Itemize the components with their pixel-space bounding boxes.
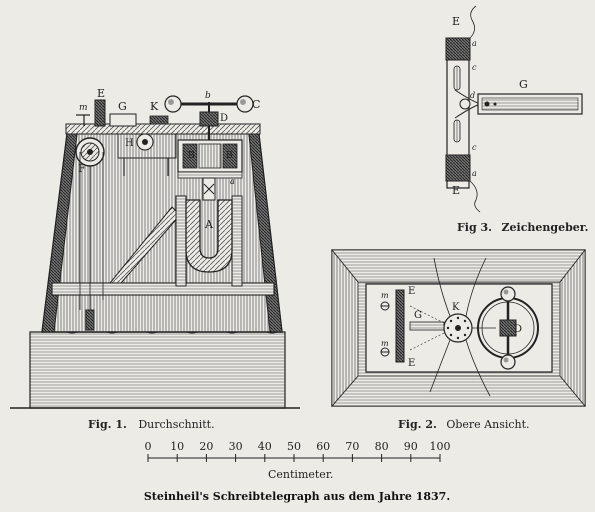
figure-1-cross-section: m E G K b C D H B B F a A Fig. 1. Durchs… — [10, 87, 300, 431]
fig1-caption-number: Fig. 1. — [88, 418, 127, 431]
scale-tick-label: 70 — [345, 440, 359, 453]
fig2-label-G: G — [414, 310, 422, 321]
scale-tick-label: 10 — [170, 440, 184, 453]
fig3-label-a-top: a — [472, 39, 477, 48]
fig1-label-A: A — [204, 218, 214, 231]
scale-tick-label: 30 — [229, 440, 243, 453]
fig3-label-d: d — [470, 91, 475, 100]
centimeter-scale: Centimeter. 0 10 20 30 40 50 60 70 80 90 100 — [145, 440, 451, 481]
fig3-label-a-bottom: a — [472, 169, 477, 178]
fig2-caption: Fig. 2. Obere Ansicht. — [398, 418, 530, 431]
scale-tick-label: 80 — [375, 440, 389, 453]
fig1-label-E: E — [97, 87, 105, 100]
scale-unit-label: Centimeter. — [268, 468, 333, 481]
fig3-label-c-top: c — [472, 63, 477, 72]
fig1-label-K: K — [150, 100, 159, 113]
fig2-caption-number: Fig. 2. — [398, 418, 437, 431]
fig1-label-G: G — [118, 100, 127, 113]
fig1-label-C: C — [252, 98, 260, 111]
fig1-label-b: b — [205, 91, 211, 101]
fig1-label-m: m — [79, 103, 88, 113]
fig2-label-E-top: E — [408, 286, 415, 297]
fig3-caption: Fig 3. Zeichengeber. — [457, 221, 588, 234]
fig1-label-D: D — [220, 113, 228, 124]
scale-tick-label: 40 — [258, 440, 272, 453]
fig1-label-H: H — [125, 138, 134, 149]
scale-tick-label: 100 — [430, 440, 451, 453]
fig2-caption-text: Obere Ansicht. — [446, 418, 529, 431]
fig2-label-E-bottom: E — [408, 358, 415, 369]
figure-2-top-view: m m E E G K D Fig. 2. Obere Ansicht. — [331, 248, 586, 431]
fig1-label-B-right: B — [226, 151, 233, 161]
fig3-label-E-top: E — [452, 15, 460, 28]
fig2-label-m-bottom: m — [381, 339, 389, 348]
fig1-caption-text: Durchschnitt. — [138, 418, 214, 431]
scale-tick-label: 50 — [287, 440, 301, 453]
fig1-caption: Fig. 1. Durchschnitt. — [88, 418, 215, 431]
fig2-label-m-top: m — [381, 291, 389, 300]
scale-tick-label: 60 — [316, 440, 330, 453]
scale-tick-label: 0 — [145, 440, 152, 453]
fig3-label-c-bottom: c — [472, 143, 477, 152]
plate-title: Steinheil's Schreibtelegraph aus dem Jah… — [144, 490, 450, 503]
fig3-label-G: G — [519, 78, 528, 91]
fig3-caption-number: Fig 3. — [457, 221, 492, 234]
scale-tick-label: 90 — [404, 440, 418, 453]
fig2-label-D: D — [514, 324, 522, 335]
fig1-label-F: F — [78, 162, 86, 175]
fig1-label-B-left: B — [188, 151, 195, 161]
fig3-label-E-bottom: E — [452, 184, 460, 197]
figure-3-signal-transmitter: E E G c c d a a Fig 3. Zeichengeber. — [445, 5, 588, 234]
fig3-caption-text: Zeichengeber. — [502, 221, 589, 234]
scale-tick-label: 20 — [199, 440, 213, 453]
fig2-label-K: K — [452, 302, 460, 313]
fig1-label-a: a — [230, 177, 235, 186]
